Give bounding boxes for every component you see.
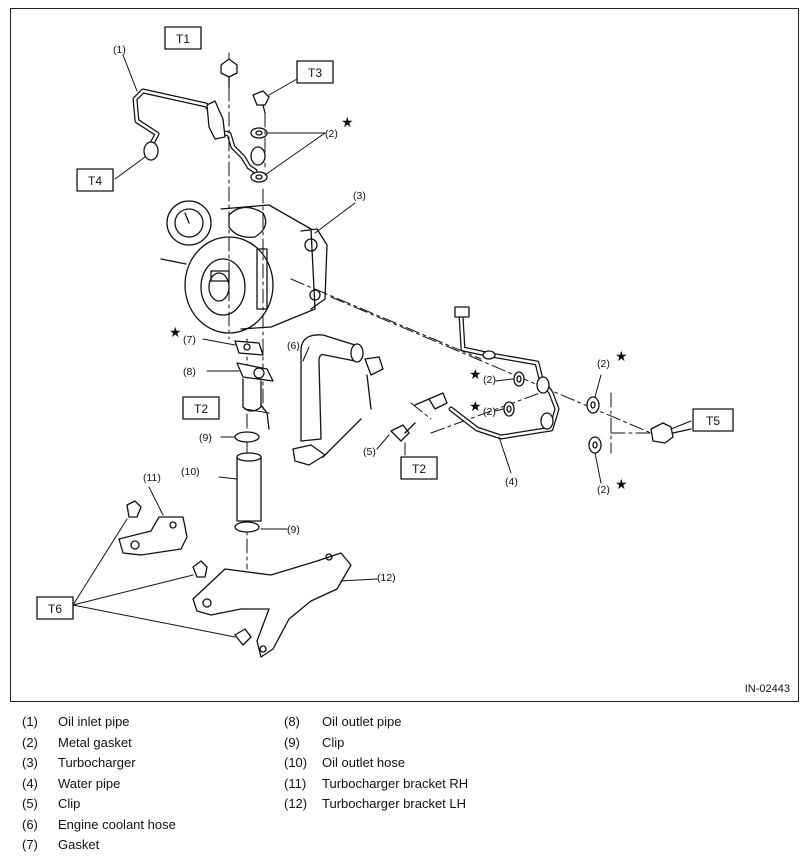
callout-4: (4) xyxy=(505,476,518,488)
legend-num: (4) xyxy=(22,775,38,791)
legend-num: (7) xyxy=(22,837,38,852)
torque-label-t4: T4 xyxy=(88,174,102,188)
legend-text: Metal gasket xyxy=(58,734,132,750)
callout-1: (1) xyxy=(113,44,126,56)
legend-item: (6) Engine coolant hose xyxy=(22,815,176,836)
callout-8: (8) xyxy=(183,366,196,378)
legend-text: Clip xyxy=(58,796,81,811)
torque-box-t3 xyxy=(296,60,334,84)
star-mark-1: ★ xyxy=(341,114,354,130)
oil-inlet-pipe xyxy=(132,88,266,174)
legend-item: (1) Oil inlet pipe xyxy=(22,712,176,733)
exploded-view-figure: T1 T2 T2 T3 T4 T5 T6 (1) (2) (3) (4) (5)… xyxy=(10,8,799,702)
oil-outlet-gasket xyxy=(234,340,264,356)
legend-text: Oil inlet pipe xyxy=(58,714,130,729)
legend-text: Water pipe xyxy=(58,775,121,791)
legend-text: Oil outlet pipe xyxy=(322,714,402,729)
legend-item: (8) Oil outlet pipe xyxy=(284,712,468,733)
legend-num: (10) xyxy=(284,755,308,770)
legend-num: (5) xyxy=(22,796,38,811)
bolt-t5 xyxy=(650,422,692,444)
legend-text: Turbocharger xyxy=(58,755,136,770)
callout-12: (12) xyxy=(377,572,396,584)
torque-label-t5: T5 xyxy=(706,414,720,428)
callout-7: (7) xyxy=(183,334,196,346)
legend-item: (10) Oil outlet hose xyxy=(284,753,468,774)
metal-gasket-upper-2 xyxy=(250,171,268,183)
turbocharger-bracket-lh xyxy=(192,552,352,658)
legend-text: Oil outlet hose xyxy=(322,755,406,770)
legend-item: (4) Water pipe xyxy=(22,774,176,795)
star-mark-3: ★ xyxy=(469,366,482,382)
legend-item: (3) Turbocharger xyxy=(22,753,176,774)
star-mark-4: ★ xyxy=(469,398,482,414)
star-mark-5: ★ xyxy=(615,348,628,364)
star-mark-6: ★ xyxy=(615,476,628,492)
diagram-drawing: T1 T2 T2 T3 T4 T5 T6 (1) (2) (3) (4) (5)… xyxy=(36,26,734,658)
legend-text: Clip xyxy=(322,734,345,750)
callout-2-mid-1: (2) xyxy=(483,374,496,386)
torque-box-t4 xyxy=(76,168,114,192)
legend-num: (1) xyxy=(22,714,38,729)
callout-2-mid-2: (2) xyxy=(483,406,496,418)
turbocharger-bracket-rh xyxy=(118,500,188,556)
callout-9-lower: (9) xyxy=(287,524,300,536)
legend-item: (11) Turbocharger bracket RH xyxy=(284,774,468,795)
legend-text: Turbocharger bracket RH xyxy=(322,775,469,791)
callout-10: (10) xyxy=(181,466,200,478)
legend-text: Turbocharger bracket LH xyxy=(322,796,467,811)
star-mark-2: ★ xyxy=(169,324,182,340)
metal-gaskets-right xyxy=(503,371,602,454)
torque-box-t5 xyxy=(692,408,734,432)
torque-box-t6 xyxy=(36,596,74,620)
callout-3: (3) xyxy=(353,190,366,202)
torque-label-t3: T3 xyxy=(308,66,322,80)
bolt-t3 xyxy=(252,90,270,114)
legend-item: (9) Clip xyxy=(284,733,468,754)
legend-num: (8) xyxy=(284,714,300,729)
leader-lines xyxy=(72,52,692,638)
assembly-lines xyxy=(228,86,652,570)
figure-id: IN-02443 xyxy=(744,683,790,695)
callout-2-right-lower: (2) xyxy=(597,484,610,496)
torque-box-t2-right xyxy=(400,456,438,480)
legend-left-column: (1) Oil inlet pipe (2) Metal gasket (3) Tur… xyxy=(22,712,176,856)
oil-outlet-hose xyxy=(236,452,262,522)
legend-item: (2) Metal gasket xyxy=(22,733,176,754)
legend-item: (5) Clip xyxy=(22,794,176,815)
legend-num: (2) xyxy=(22,734,38,750)
clip-lower xyxy=(234,521,260,533)
legend-num: (6) xyxy=(22,816,38,832)
legend-text: Engine coolant hose xyxy=(58,816,176,832)
bolt-t1 xyxy=(220,58,238,88)
legend-item: (7) Gasket xyxy=(22,835,176,856)
legend-num: (9) xyxy=(284,734,300,750)
legend-right-column: (8) Oil outlet pipe (9) Clip (10) Oil outle… xyxy=(284,712,468,815)
legend-item: (12) Turbocharger bracket LH xyxy=(284,794,468,815)
clip-upper xyxy=(234,431,260,443)
legend-num: (3) xyxy=(22,755,38,770)
callout-2-upper: (2) xyxy=(325,128,338,140)
callout-5: (5) xyxy=(363,446,376,458)
engine-coolant-hose xyxy=(292,334,384,466)
callout-6: (6) xyxy=(287,340,300,352)
metal-gasket-upper-2-hole xyxy=(255,174,263,180)
callout-2-right-upper: (2) xyxy=(597,358,610,370)
torque-box-t1 xyxy=(164,26,202,50)
legend-num: (12) xyxy=(284,796,308,811)
torque-box-t2-left xyxy=(182,396,220,420)
turbocharger xyxy=(160,200,328,334)
torque-label-t6: T6 xyxy=(48,602,62,616)
clip-bolt xyxy=(390,422,416,442)
metal-gasket-upper-1-hole xyxy=(255,130,263,136)
legend-num: (11) xyxy=(284,775,307,791)
oil-outlet-pipe xyxy=(236,362,274,430)
water-pipe xyxy=(414,306,560,440)
callout-11: (11) xyxy=(143,472,161,484)
legend-text: Gasket xyxy=(58,837,100,852)
torque-label-t2-left: T2 xyxy=(194,402,208,416)
torque-label-t1: T1 xyxy=(176,32,190,46)
callout-9-upper: (9) xyxy=(199,432,212,444)
torque-label-t2-right: T2 xyxy=(412,462,426,476)
